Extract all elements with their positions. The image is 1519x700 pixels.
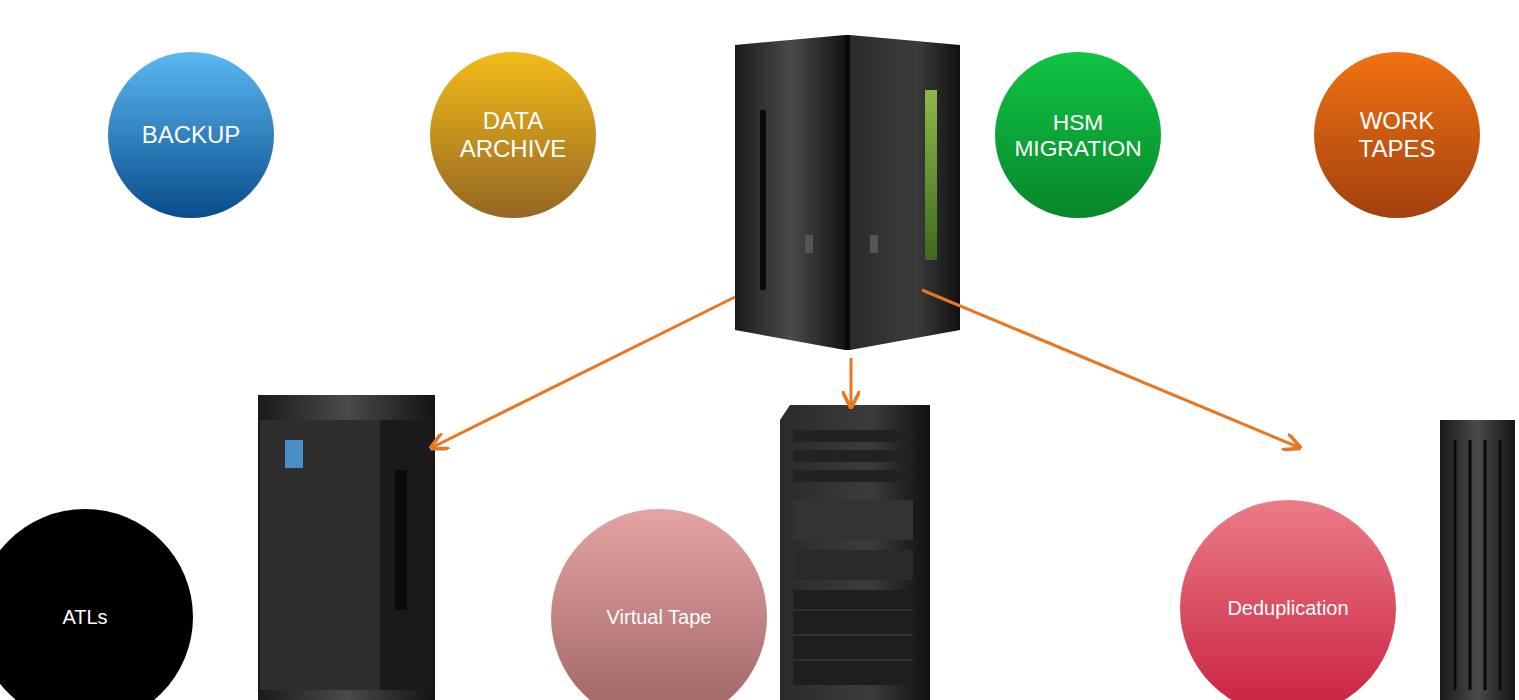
circle-fill bbox=[995, 52, 1161, 218]
category-label: HSM MIGRATION bbox=[1008, 109, 1148, 161]
circle-fill bbox=[430, 52, 596, 218]
circle-fill bbox=[1314, 52, 1480, 218]
category-label: Deduplication bbox=[1227, 597, 1348, 620]
circle-shape bbox=[0, 509, 193, 700]
category-circle: BACKUP bbox=[108, 52, 274, 218]
category-label: DATA ARCHIVE bbox=[453, 107, 573, 162]
category-circle: Virtual Tape bbox=[551, 509, 767, 700]
circle-fill bbox=[0, 509, 193, 700]
mainframe-image bbox=[735, 35, 960, 350]
tape-library-image bbox=[258, 395, 435, 700]
category-label: ATLs bbox=[62, 606, 107, 629]
category-label: BACKUP bbox=[142, 121, 241, 149]
category-circle: Deduplication bbox=[1180, 500, 1396, 700]
circle-fill bbox=[551, 509, 767, 700]
circle-fill bbox=[1180, 500, 1396, 700]
deduplication-rack-image bbox=[1440, 420, 1515, 700]
category-circle: ATLs bbox=[0, 509, 193, 700]
virtual-tape-rack-image bbox=[780, 405, 930, 700]
flow-arrows bbox=[433, 290, 1298, 447]
category-circle: HSM MIGRATION bbox=[995, 52, 1161, 218]
category-circle: WORK TAPES bbox=[1314, 52, 1480, 218]
circle-fill bbox=[108, 52, 274, 218]
circle-shape bbox=[551, 509, 767, 700]
category-circle: DATA ARCHIVE bbox=[430, 52, 596, 218]
category-label: Virtual Tape bbox=[607, 606, 712, 629]
category-label: WORK TAPES bbox=[1337, 107, 1457, 162]
